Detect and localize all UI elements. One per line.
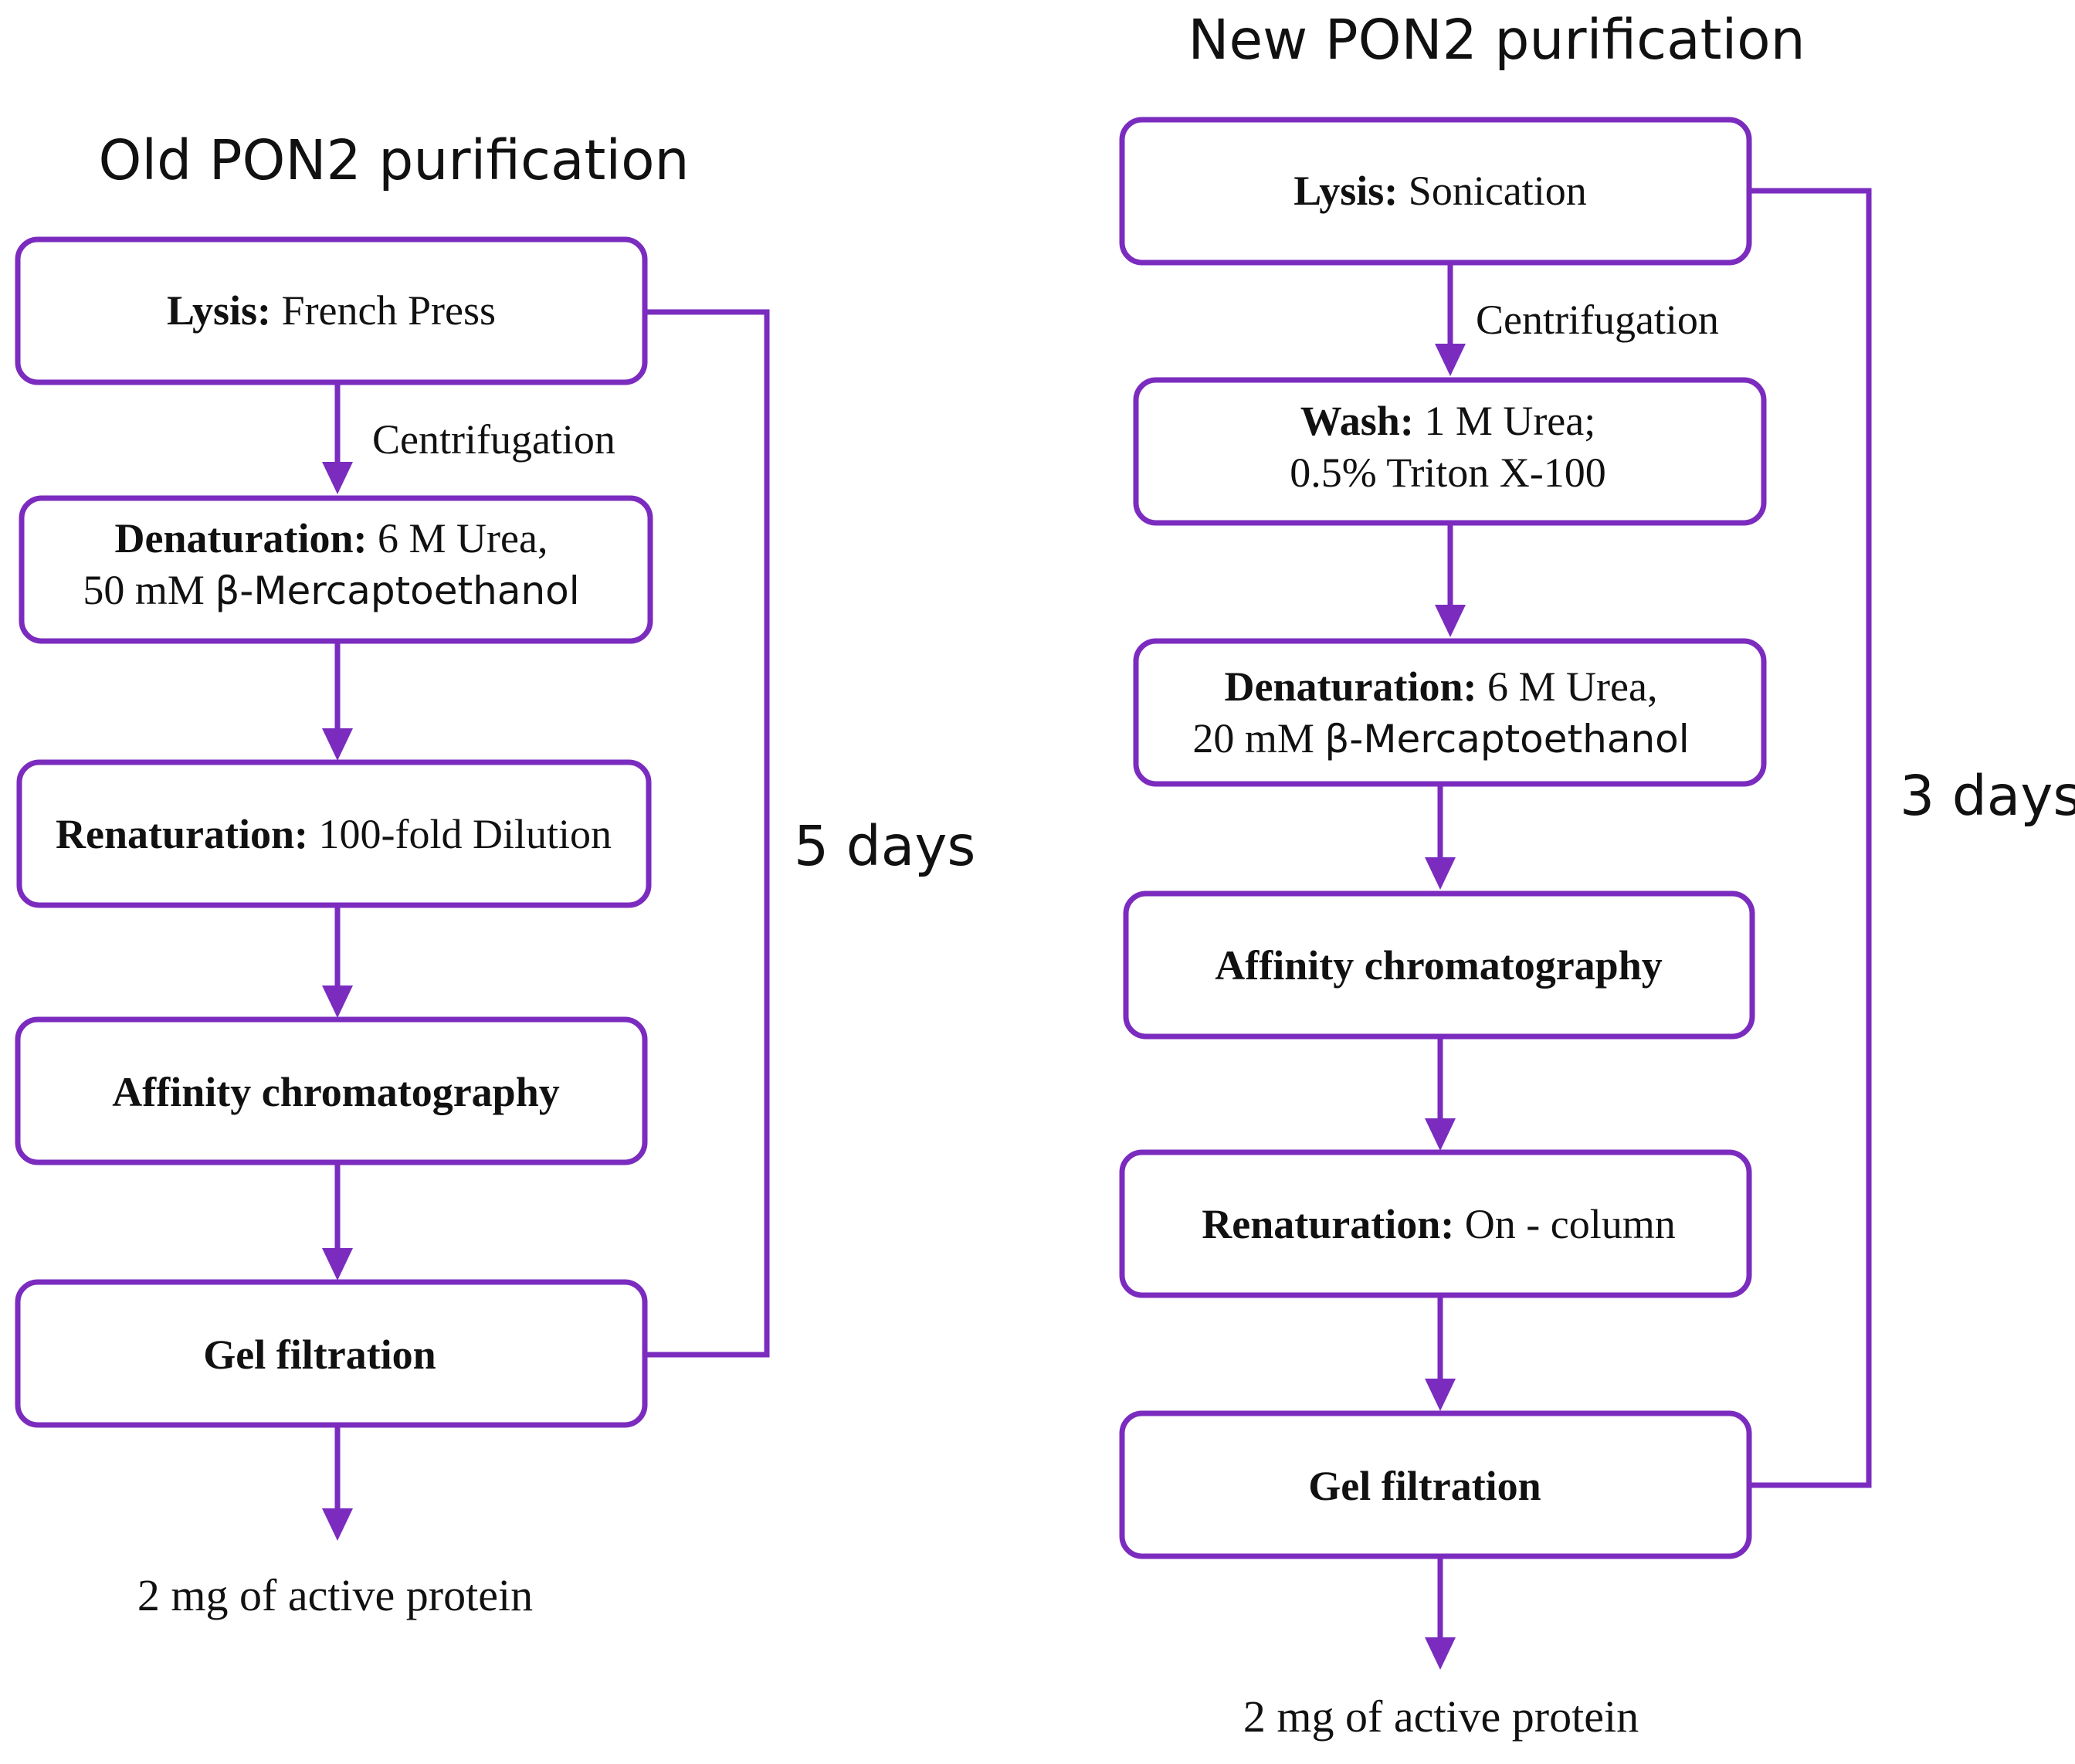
new-lysis-label: Lysis: bbox=[1293, 168, 1398, 214]
old-denaturation-line1: Denaturation: 6 M Urea, bbox=[115, 515, 548, 561]
old-lysis-label: Lysis: bbox=[167, 287, 271, 334]
old-protocol-title: Old PON2 purification bbox=[98, 128, 689, 192]
new-protocol: New PON2 purification Lysis: Sonication … bbox=[1119, 8, 2075, 1742]
new-denaturation-value: 6 M Urea, bbox=[1477, 663, 1658, 710]
old-protocol: Old PON2 purification Lysis: French Pres… bbox=[15, 128, 975, 1620]
new-wash-line1: Wash: 1 M Urea; bbox=[1300, 398, 1596, 444]
old-arrow-renaturation-to-affinity bbox=[322, 905, 353, 1018]
new-denaturation-box bbox=[1133, 638, 1767, 787]
new-result-text: 2 mg of active protein bbox=[1243, 1691, 1639, 1742]
new-arrow-denaturation-to-affinity bbox=[1425, 784, 1456, 890]
new-denaturation-concentration: 20 mM bbox=[1192, 715, 1324, 762]
new-renaturation-label: Renaturation: bbox=[1202, 1201, 1454, 1247]
new-wash-line2: 0.5% Triton X-100 bbox=[1290, 449, 1606, 496]
new-denaturation-line2: 20 mM β-Mercaptoethanol bbox=[1192, 715, 1689, 762]
new-duration-bracket bbox=[1749, 188, 1872, 1488]
old-centrifugation-label: Centrifugation bbox=[372, 416, 615, 463]
old-arrow-lysis-to-denaturation bbox=[322, 382, 353, 494]
old-denaturation-line2: 50 mM β-Mercaptoethanol bbox=[83, 567, 579, 613]
old-renaturation-label: Renaturation: bbox=[56, 811, 308, 857]
new-renaturation-box bbox=[1119, 1149, 1752, 1298]
old-affinity-text: Affinity chromatography bbox=[112, 1069, 559, 1115]
new-wash-value: 1 M Urea; bbox=[1414, 398, 1595, 444]
new-renaturation-text: Renaturation: On - column bbox=[1202, 1201, 1675, 1247]
old-denaturation-concentration: 50 mM bbox=[83, 567, 215, 613]
new-wash-label: Wash: bbox=[1300, 398, 1414, 444]
new-lysis-value: Sonication bbox=[1398, 168, 1586, 214]
new-denaturation-line1: Denaturation: 6 M Urea, bbox=[1225, 663, 1658, 710]
new-denaturation-label: Denaturation: bbox=[1225, 663, 1477, 710]
old-lysis-text: Lysis: French Press bbox=[167, 287, 496, 334]
new-denaturation-reagent: β-Mercaptoethanol bbox=[1324, 717, 1689, 762]
new-arrow-wash-to-denaturation bbox=[1435, 523, 1466, 637]
old-gel-text: Gel filtration bbox=[203, 1331, 436, 1378]
old-renaturation-box bbox=[16, 759, 652, 908]
old-duration-bracket bbox=[645, 309, 770, 1358]
new-arrow-lysis-to-wash bbox=[1435, 263, 1466, 376]
old-denaturation-value: 6 M Urea, bbox=[368, 515, 548, 561]
new-renaturation-value: On - column bbox=[1454, 1201, 1675, 1247]
old-denaturation-reagent: β-Mercaptoethanol bbox=[215, 568, 579, 613]
new-affinity-text: Affinity chromatography bbox=[1215, 942, 1662, 989]
new-duration-label: 3 days bbox=[1900, 764, 2075, 828]
old-arrow-denaturation-to-renaturation bbox=[322, 641, 353, 761]
old-arrow-affinity-to-gel bbox=[322, 1162, 353, 1281]
old-result-text: 2 mg of active protein bbox=[137, 1570, 533, 1620]
old-lysis-value: French Press bbox=[271, 287, 496, 334]
old-renaturation-value: 100-fold Dilution bbox=[308, 811, 612, 857]
new-arrow-affinity-to-renaturation bbox=[1425, 1036, 1456, 1151]
old-renaturation-text: Renaturation: 100-fold Dilution bbox=[56, 811, 612, 857]
new-arrow-renaturation-to-gel bbox=[1425, 1295, 1456, 1411]
new-protocol-title: New PON2 purification bbox=[1188, 8, 1805, 72]
old-arrow-gel-to-result bbox=[322, 1425, 353, 1541]
new-gel-text: Gel filtration bbox=[1308, 1463, 1541, 1509]
old-duration-label: 5 days bbox=[794, 814, 975, 878]
new-lysis-text: Lysis: Sonication bbox=[1293, 168, 1587, 214]
old-affinity-box bbox=[15, 1016, 648, 1165]
new-centrifugation-label: Centrifugation bbox=[1476, 297, 1719, 343]
new-arrow-gel-to-result bbox=[1425, 1556, 1456, 1670]
old-denaturation-label: Denaturation: bbox=[115, 515, 368, 561]
